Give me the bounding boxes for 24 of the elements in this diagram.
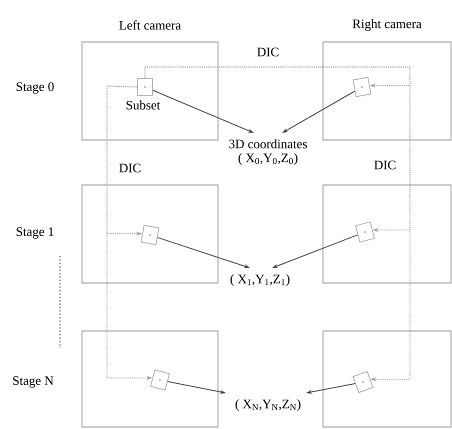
subset-box [137,78,153,96]
subset-box [352,76,372,98]
image-frame [82,330,218,428]
heading-label: Left camera [119,20,181,30]
edge-label: DIC [118,162,142,174]
subset-box [140,224,160,246]
coordinate-label: 3D coordinates ( X$_{0}$,Y$_{0}$,Z$_{0}$) [229,139,307,165]
heading-label: Stage N [13,376,54,388]
heading-label: Stage 0 [16,82,54,94]
image-frame [82,42,218,140]
heading-label: Stage 1 [16,227,54,239]
subset-box [355,221,375,243]
subset-box [150,369,170,391]
edge-label: DIC [372,160,398,170]
coordinate-label: ( X$_{1}$,Y$_{1}$,Z$_{1}$) [230,274,290,286]
image-frame [322,42,452,140]
coordinate-label: ( X$_{N}$,Y$_{N}$,Z$_{N}$) [236,399,300,411]
image-frame [322,184,452,284]
edge-label: DIC [256,46,280,58]
image-frame [82,184,218,284]
image-frame [322,330,452,428]
subset-label: Subset [126,100,160,110]
heading-label: Right camera [352,19,422,31]
arrow [144,66,410,382]
